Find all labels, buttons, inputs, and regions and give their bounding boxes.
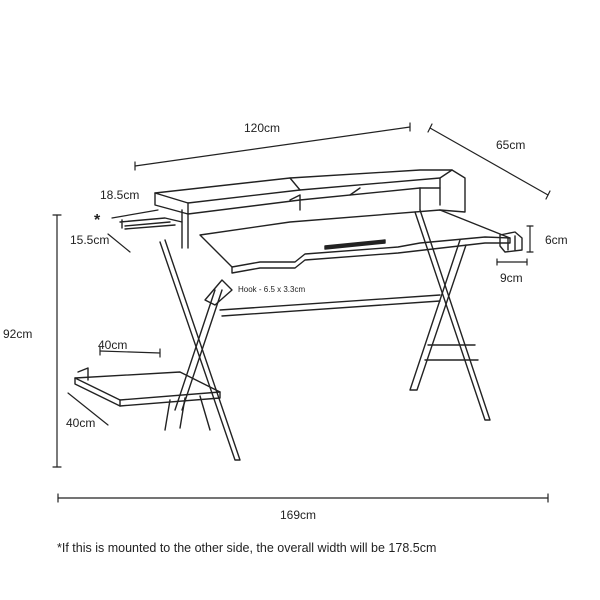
headphone-rack: [119, 217, 183, 230]
footnote: *If this is mounted to the other side, t…: [57, 541, 437, 555]
footrest-width-label: 40cm: [98, 338, 128, 352]
headphone-rack-length-label: 18.5cm: [100, 188, 140, 202]
desk-top: [199, 209, 511, 274]
cup-holder: [499, 231, 523, 253]
asterisk-mark: *: [94, 212, 101, 229]
cup-holder-diameter-label: 9cm: [500, 271, 523, 285]
headphone-rack-width-label: 15.5cm: [70, 233, 110, 247]
monitor-shelf: [154, 169, 466, 249]
overall-width-label: 169cm: [280, 508, 317, 522]
desk-legs: [159, 209, 491, 461]
footrest-depth-label: 40cm: [66, 416, 96, 430]
footrest: [74, 367, 221, 431]
desk-depth-label: 65cm: [496, 138, 526, 152]
hook-label: Hook - 6.5 x 3.3cm: [238, 285, 306, 294]
dimension-lines: [52, 122, 551, 503]
overall-height-label: 92cm: [3, 327, 33, 341]
desk-top-width-label: 120cm: [244, 121, 281, 135]
cup-holder-height-label: 6cm: [545, 233, 568, 247]
